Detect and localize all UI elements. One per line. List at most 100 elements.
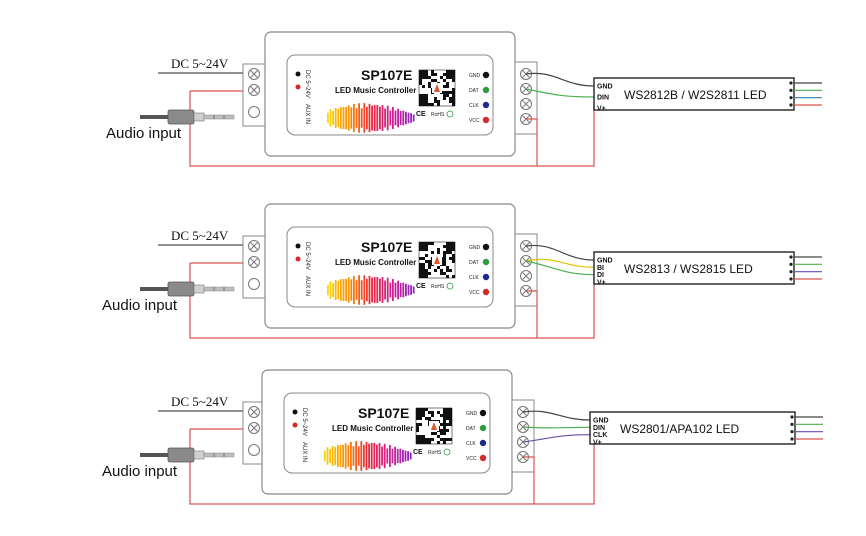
qr-cell [446,266,449,269]
waveform-bar [376,277,379,303]
qr-cell [446,269,449,272]
waveform-bar [371,277,373,303]
waveform-bar [329,448,331,464]
waveform-bar [345,278,347,302]
dc-indicator-dot [295,71,301,77]
power-loop-wire [189,263,595,339]
qr-cell [440,438,443,441]
qr-cell [437,435,440,438]
waveform-bar [399,110,402,126]
qr-cell [416,438,419,441]
qr-cell [443,91,446,94]
waveform-bar [389,282,392,298]
audio-input-label: Audio input [106,125,182,142]
waveform-bar [347,105,350,131]
data-wire [525,88,595,98]
waveform-bar [355,108,358,128]
strip-pin-vplus: V+ [597,106,606,113]
qr-cell [419,423,422,426]
audio-jack-body [167,281,195,297]
screw-slot [250,70,258,78]
waveform-bar [379,106,381,130]
waveform-bar [368,103,371,133]
qr-cell [452,97,455,100]
waveform-bar [329,109,332,127]
qr-cell [419,70,422,73]
qr-cell [434,100,437,103]
qr-cell [452,245,455,248]
qr-cell [443,257,446,260]
waveform-bar [396,448,399,464]
qr-cell [422,435,425,438]
waveform-bar [334,279,337,301]
waveform-bar [360,108,363,128]
qr-cell [425,70,428,73]
waveform-bar [399,448,402,464]
dc-indicator-dot [295,243,301,249]
audio-jack-collar [193,284,205,294]
dc-label: DC 5~24V [171,56,229,71]
strip-end-pin [789,88,793,92]
qr-cell [422,245,425,248]
qr-cell [425,269,428,272]
waveform-bar [331,445,334,467]
waveform-bar [384,280,386,300]
waveform-bar [342,444,344,468]
qr-cell [416,441,419,444]
dc-label: DC 5~24V [171,394,229,409]
qr-cell [425,73,428,76]
qr-cell [425,76,428,79]
qr-cell [425,94,428,97]
qr-cell [437,266,440,269]
waveform-bar [389,110,392,126]
output-dot-gnd [479,409,487,417]
output-dot-clk [479,439,487,447]
rohs-mark: RoHS [428,450,442,456]
qr-cell [446,70,449,73]
waveform-bar [407,112,410,124]
qr-cell [419,248,422,251]
qr-cell [425,254,428,257]
qr-cell [431,432,434,435]
waveform-bar [410,285,412,295]
waveform-bar [409,452,412,460]
waveform-bar [378,443,381,469]
screw-slot [522,272,530,280]
strip-end-pin [789,270,793,274]
audio-jack-plug [203,114,235,120]
qr-cell [419,269,422,272]
qr-cell [425,417,428,420]
qr-cell [425,438,428,441]
qr-cell [419,100,422,103]
qr-cell [416,429,419,432]
qr-cell [446,76,449,79]
waveform-bar [381,105,384,131]
strip-pin-di: DI [597,272,604,279]
qr-cell [422,242,425,245]
qr-cell [443,408,446,411]
qr-cell [449,411,452,414]
qr-cell [449,73,452,76]
qr-cell [446,85,449,88]
audio-socket [248,444,260,456]
output-dot-vcc [479,454,487,462]
strip-pin-vplus: V+ [593,440,602,447]
waveform-bar [357,446,360,466]
qr-cell [452,100,455,103]
qr-cell [440,414,443,417]
led-strip [589,411,796,445]
qr-cell [446,245,449,248]
qr-cell [425,242,428,245]
qr-cell [419,103,422,106]
qr-cell [449,91,452,94]
strip-pin-din: DIN [597,95,609,102]
waveform-bar [342,106,345,130]
qr-cell [416,435,419,438]
side-power-label: DC 5~24V [304,70,310,98]
qr-cell [422,94,425,97]
qr-cell [428,411,431,414]
waveform-bar [389,445,391,467]
waveform-bar [334,107,337,129]
waveform-bar [397,108,399,128]
qr-cell [416,414,419,417]
